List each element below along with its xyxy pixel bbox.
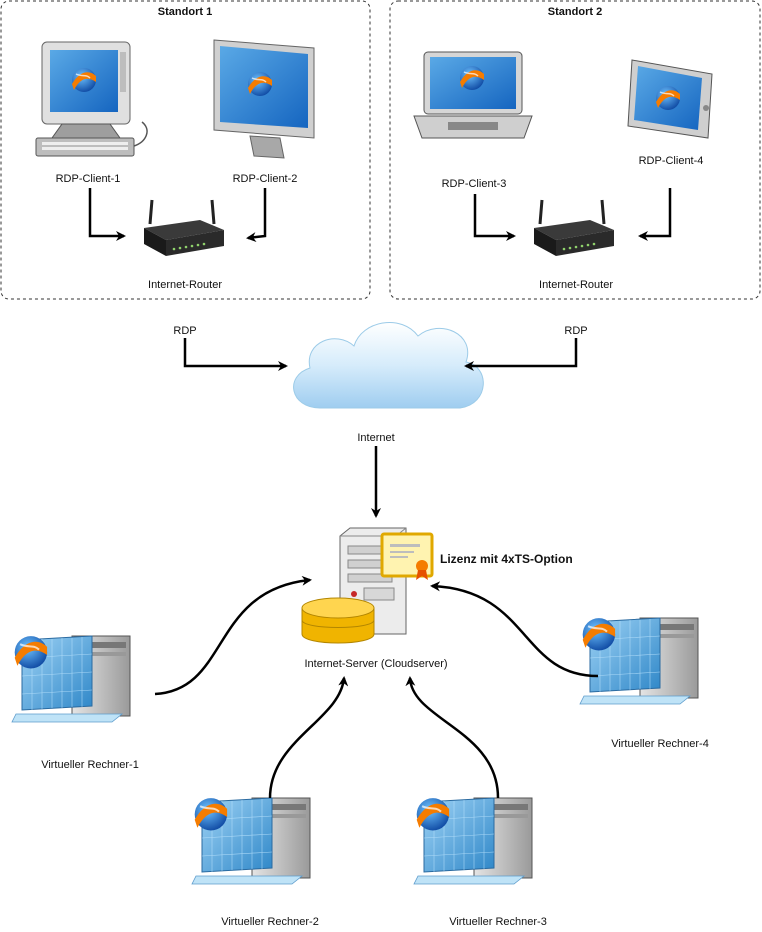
arrow-client4-router2 [638, 188, 672, 241]
vm-icon-2 [192, 798, 310, 884]
arrow-client1-router1 [88, 188, 126, 241]
vm-label-2: Virtueller Rechner-2 [221, 916, 319, 928]
server-label: Internet-Server (Cloudserver) [302, 658, 450, 670]
site-title-1: Standort 1 [157, 6, 213, 18]
arrow-router1-cloud [183, 338, 288, 371]
site-title-2: Standort 2 [547, 6, 603, 18]
vm-icon-3 [414, 798, 532, 884]
rdp-label-left: RDP [171, 325, 199, 337]
vm-icon-4 [580, 618, 698, 704]
arrow-vm2-server [268, 676, 349, 799]
desktop-pc-icon [35, 41, 148, 157]
database-icon [301, 597, 375, 644]
arrow-vm3-server [405, 676, 500, 799]
router-label-2: Internet-Router [539, 279, 613, 291]
connectors [88, 188, 672, 799]
client-label-1: RDP-Client-1 [55, 173, 121, 185]
router-icon-2 [532, 198, 616, 258]
vm-label-3: Virtueller Rechner-3 [449, 916, 547, 928]
site-box-2 [389, 0, 761, 300]
laptop-icon [413, 51, 533, 139]
cloud-icon [293, 322, 484, 409]
vm-label-4: Virtueller Rechner-4 [611, 738, 709, 750]
imac-icon [213, 39, 315, 159]
tablet-icon [627, 59, 713, 139]
arrow-vm4-server [430, 581, 599, 678]
internet-label: Internet [355, 432, 397, 444]
vm-icon-1 [12, 636, 130, 722]
rdp-label-right: RDP [562, 325, 590, 337]
router-label-1: Internet-Router [148, 279, 222, 291]
license-label: Lizenz mit 4xTS-Option [440, 552, 573, 566]
arrow-vm1-server [154, 575, 312, 696]
client-label-4: RDP-Client-4 [638, 155, 704, 167]
arrow-router2-cloud [464, 338, 578, 371]
arrow-client2-router1 [246, 188, 267, 243]
certificate-icon [380, 532, 434, 580]
site-box-1 [0, 0, 371, 300]
vm-label-1: Virtueller Rechner-1 [41, 759, 139, 771]
client-label-3: RDP-Client-3 [441, 178, 507, 190]
arrow-client3-router2 [473, 194, 516, 241]
router-icon-1 [142, 198, 226, 258]
client-label-2: RDP-Client-2 [232, 173, 298, 185]
